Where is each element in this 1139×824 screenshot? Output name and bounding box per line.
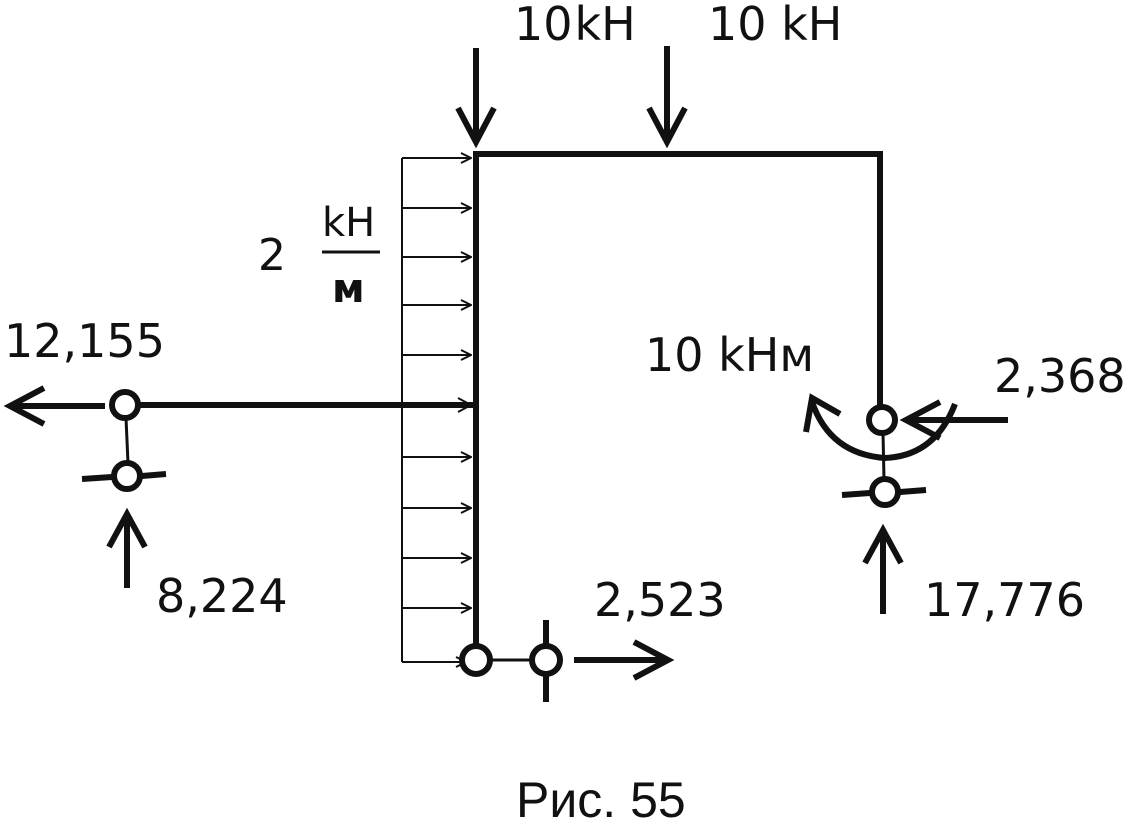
left-hinge-lower [111, 460, 143, 492]
reaction-left-vertical-value: 8,224 [156, 569, 288, 623]
reaction-left-horizontal-arrow [3, 385, 105, 427]
figure-caption: Рис. 55 [516, 772, 686, 824]
left-support [81, 389, 167, 492]
right-support-base-left [841, 490, 871, 498]
right-support-base-right [899, 487, 927, 495]
frame-structure [137, 151, 883, 651]
bottom-support [459, 620, 563, 702]
reaction-right-horizontal-arrow [899, 399, 1008, 441]
left-support-base-left [81, 474, 113, 482]
bottom-hinge-frame [459, 643, 493, 677]
reaction-right-horizontal-value: 2,368 [994, 349, 1126, 403]
reaction-left-vertical-arrow [106, 507, 148, 588]
left-support-link [124, 417, 130, 464]
distributed-load-unit-bottom: м [332, 266, 365, 312]
distributed-load-unit-top: kH [322, 200, 375, 246]
force-right-label: 10 kH [708, 0, 842, 51]
right-support [841, 404, 927, 508]
distributed-load-value: 2 [258, 230, 286, 281]
distributed-load [401, 158, 471, 662]
force-right [646, 46, 688, 149]
reaction-right-vertical-arrow [862, 523, 904, 614]
force-left-value: 10 [514, 0, 573, 51]
left-support-base-right [141, 471, 167, 479]
reaction-left-horizontal-value: 12,155 [4, 314, 165, 368]
left-hinge-upper [109, 389, 141, 421]
bottom-hinge-ground [529, 643, 563, 677]
moment-label: 10 kHм [645, 328, 814, 382]
moment-arrow [803, 393, 958, 462]
reaction-bottom-horizontal-arrow [574, 639, 675, 681]
reaction-bottom-horizontal-value: 2,523 [594, 573, 726, 627]
right-hinge-lower [869, 476, 901, 508]
force-left-unit: kH [575, 0, 636, 51]
load-arrow-head [457, 397, 474, 413]
force-left-head [455, 106, 497, 149]
force-left-label: 10kH [514, 0, 636, 51]
force-left [455, 48, 497, 149]
reaction-right-vertical-value: 17,776 [924, 573, 1085, 627]
right-hinge-upper [866, 404, 898, 436]
force-right-head [646, 106, 688, 149]
